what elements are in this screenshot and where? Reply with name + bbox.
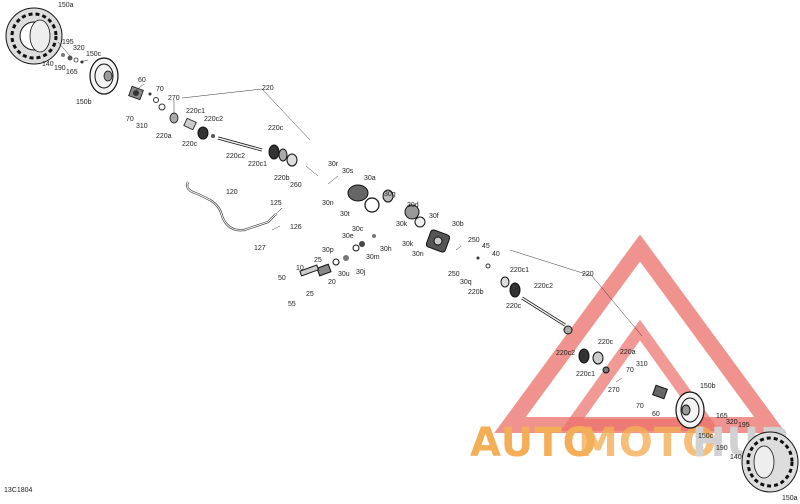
- label-30d: 30d: [407, 202, 419, 209]
- label-220c-bot-a: 220c: [506, 303, 522, 310]
- label-260: 260: [290, 182, 302, 189]
- label-250-b: 250: [448, 271, 460, 278]
- watermark-logo: AUTO MOTO HUB: [470, 234, 790, 466]
- label-320-top: 320: [73, 45, 85, 52]
- label-126: 126: [290, 224, 302, 231]
- label-220c1-top-a: 220c1: [186, 108, 205, 115]
- label-220c2-bot-b: 220c2: [556, 350, 575, 357]
- label-30g: 30g: [384, 191, 396, 198]
- label-125: 125: [270, 200, 282, 207]
- label-150a-bot: 150a: [782, 495, 798, 502]
- breather-tube-inner: [186, 181, 277, 231]
- label-150b-bot: 150b: [700, 383, 716, 390]
- label-195-top: 195: [62, 39, 74, 46]
- label-220c1-top-b: 220c1: [248, 161, 267, 168]
- label-30a: 30a: [364, 175, 376, 182]
- label-320-bot: 320: [726, 419, 738, 426]
- label-30f: 30f: [429, 213, 439, 220]
- label-30j: 30j: [356, 269, 366, 276]
- label-140-top: 140: [42, 61, 54, 68]
- label-50: 50: [278, 275, 286, 282]
- label-165-top: 165: [66, 69, 78, 76]
- label-30q: 30q: [460, 279, 472, 286]
- label-30m: 30m: [366, 254, 380, 261]
- label-30b: 30b: [452, 221, 464, 228]
- bracket-220-bottom: [509, 249, 643, 337]
- label-220c2-top-a: 220c2: [204, 116, 223, 123]
- label-70-bot-b: 70: [636, 403, 644, 410]
- label-30u: 30u: [338, 271, 350, 278]
- label-150a-top: 150a: [58, 2, 74, 9]
- label-220c1-bot-b: 220c1: [576, 371, 595, 378]
- label-310-top: 310: [136, 123, 148, 130]
- wheel-hub-bottom-right: [652, 384, 668, 400]
- label-220c2-bot-a: 220c2: [534, 283, 553, 290]
- label-150b-top: 150b: [76, 99, 92, 106]
- label-220b-top: 220b: [274, 175, 290, 182]
- label-165-bot: 165: [716, 413, 728, 420]
- label-150c-top: 150c: [86, 51, 102, 58]
- hardware-top-left: [61, 53, 166, 111]
- label-55: 55: [288, 301, 296, 308]
- label-310-bot: 310: [636, 361, 648, 368]
- label-220-bot: 220: [582, 271, 594, 278]
- tire-bottom-right: [741, 431, 799, 493]
- diagram-code: 13C1804: [4, 487, 33, 494]
- pinion-gear-set: [299, 234, 376, 277]
- label-220c2-top-b: 220c2: [226, 153, 245, 160]
- wheel-hub-top-left: [128, 85, 144, 101]
- label-270-bot: 270: [608, 387, 620, 394]
- label-30n-a: 30n: [322, 200, 334, 207]
- label-20: 20: [328, 279, 336, 286]
- label-220-top: 220: [262, 85, 274, 92]
- label-220c-top-b: 220c: [268, 125, 284, 132]
- label-30t: 30t: [340, 211, 350, 218]
- label-60-top: 60: [138, 77, 146, 84]
- label-30r: 30r: [328, 161, 339, 168]
- leader-lines: [57, 41, 623, 383]
- label-127: 127: [254, 245, 266, 252]
- label-220b-bot: 220b: [468, 289, 484, 296]
- wheel-rim-bottom-right: [675, 391, 705, 429]
- differential-housing: [347, 184, 451, 253]
- bracket-220-top: [181, 88, 311, 141]
- label-30k-b: 30k: [402, 241, 414, 248]
- label-30h: 30h: [380, 246, 392, 253]
- label-70-bot-a: 70: [626, 367, 634, 374]
- label-220c-bot-b: 220c: [598, 339, 614, 346]
- label-270-top: 270: [168, 95, 180, 102]
- callout-labels: 150a 195 320 150c 140 190 165 60 150b 70…: [42, 2, 798, 502]
- wheel-rim-top-left: [89, 57, 119, 95]
- label-40: 40: [492, 251, 500, 258]
- label-190-bot: 190: [716, 445, 728, 452]
- label-30s: 30s: [342, 168, 354, 175]
- label-30c: 30c: [352, 226, 364, 233]
- label-220c-top-a: 220c: [182, 141, 198, 148]
- label-30k-a: 30k: [396, 221, 408, 228]
- label-195-bot: 195: [738, 422, 750, 429]
- label-60-bot: 60: [652, 411, 660, 418]
- label-30e: 30e: [342, 233, 354, 240]
- label-220c1-bot-a: 220c1: [510, 267, 529, 274]
- label-10: 10: [296, 265, 304, 272]
- label-250-a: 250: [468, 237, 480, 244]
- label-45: 45: [482, 243, 490, 250]
- watermark-word-auto: AUTO: [470, 420, 598, 466]
- label-30n-b: 30n: [412, 251, 424, 258]
- tire-top-left: [5, 7, 63, 65]
- drive-shaft-bottom: [476, 256, 610, 374]
- label-150c-bot: 150c: [698, 433, 714, 440]
- label-190-top: 190: [54, 65, 66, 72]
- label-120: 120: [226, 189, 238, 196]
- label-140-bot: 140: [730, 454, 742, 461]
- label-220a-top: 220a: [156, 133, 172, 140]
- label-25-b: 25: [306, 291, 314, 298]
- label-30p: 30p: [322, 247, 334, 254]
- watermark-triangle-inner: [560, 319, 720, 431]
- label-220a-bot: 220a: [620, 349, 636, 356]
- label-70-top-a: 70: [156, 86, 164, 93]
- label-70-top-b: 70: [126, 116, 134, 123]
- label-25-a: 25: [314, 257, 322, 264]
